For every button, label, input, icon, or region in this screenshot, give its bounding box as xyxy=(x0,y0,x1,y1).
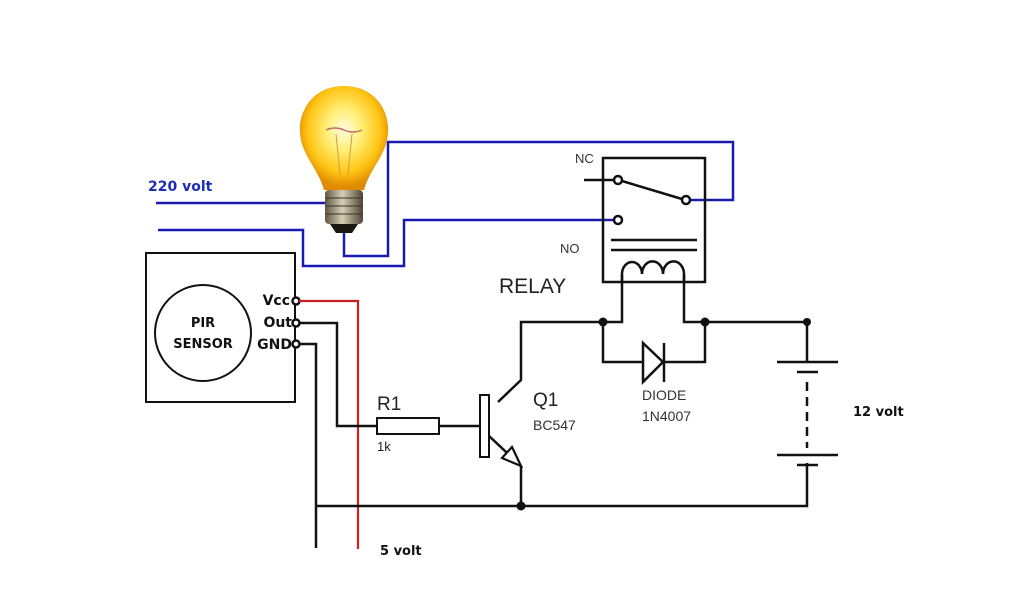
vcc-pin-terminal xyxy=(291,296,301,306)
lamp-to-relay-wire xyxy=(342,140,735,258)
diode-loop-wire xyxy=(601,322,643,364)
relay-nc-label: NC xyxy=(575,151,594,166)
relay xyxy=(584,156,707,284)
bulb-contact xyxy=(330,224,358,233)
out-pin-label: Out xyxy=(263,315,292,331)
transistor-part-label: BC547 xyxy=(533,417,576,433)
coil-left-wire xyxy=(603,275,624,324)
mains-wire-neutral xyxy=(158,218,618,268)
gnd-pin-terminal xyxy=(291,339,301,349)
diode-return-wire xyxy=(664,322,707,364)
diode-name-label: DIODE xyxy=(642,387,686,403)
relay-coil xyxy=(620,260,686,282)
gnd-pin-label: GND xyxy=(257,337,292,353)
diode-1n4007 xyxy=(641,340,666,386)
vcc-wire xyxy=(299,299,360,549)
junction-battery-top xyxy=(803,318,811,326)
transistor-emitter-arrow xyxy=(500,445,524,469)
filament-support-right xyxy=(347,133,353,176)
filament-support-left xyxy=(335,133,341,176)
relay-label: RELAY xyxy=(499,275,566,298)
bulb-base xyxy=(325,190,363,224)
pir-label-line1: PIR xyxy=(191,316,215,331)
relay-nc-contact xyxy=(680,194,692,206)
bulb-glass xyxy=(299,86,389,190)
battery-voltage-label: 12 volt xyxy=(853,405,904,420)
relay-box xyxy=(601,156,707,284)
relay-switch-arm xyxy=(621,179,683,201)
out-pin-terminal xyxy=(291,318,301,328)
vcc-pin-label: Vcc xyxy=(263,293,290,309)
pir-label-line2: SENSOR xyxy=(173,337,233,352)
resistor-name-label: R1 xyxy=(377,394,401,415)
mains-wiring xyxy=(156,140,735,268)
resistor-r1 xyxy=(376,417,440,435)
collector-wire xyxy=(497,320,603,403)
bulb-filament xyxy=(325,127,363,133)
diode-part-label: 1N4007 xyxy=(642,408,691,424)
out-to-resistor-wire xyxy=(299,321,377,428)
relay-no-contact xyxy=(612,214,624,226)
junction-collector xyxy=(598,317,608,327)
relay-no-label: NO xyxy=(560,241,580,256)
transistor-q1 xyxy=(479,394,524,469)
junction-coil-right xyxy=(700,317,710,327)
ground-rail xyxy=(316,463,809,508)
relay-common-contact xyxy=(612,174,624,186)
transistor-base-bar xyxy=(479,394,490,458)
battery-12v xyxy=(777,360,838,467)
mains-voltage-label: 220 volt xyxy=(148,179,213,195)
coil-right-wire xyxy=(682,275,809,362)
resistor-value-label: 1k xyxy=(377,439,391,454)
supply-5v-label: 5 volt xyxy=(380,544,422,559)
junction-emitter-ground xyxy=(516,501,526,511)
gnd-wire xyxy=(299,342,318,548)
signal-wiring xyxy=(299,275,809,548)
pir-lens xyxy=(154,284,252,382)
bulb-base-threads xyxy=(326,197,362,215)
light-bulb xyxy=(299,86,389,233)
diode-triangle xyxy=(641,340,665,386)
transistor-name-label: Q1 xyxy=(533,390,558,411)
